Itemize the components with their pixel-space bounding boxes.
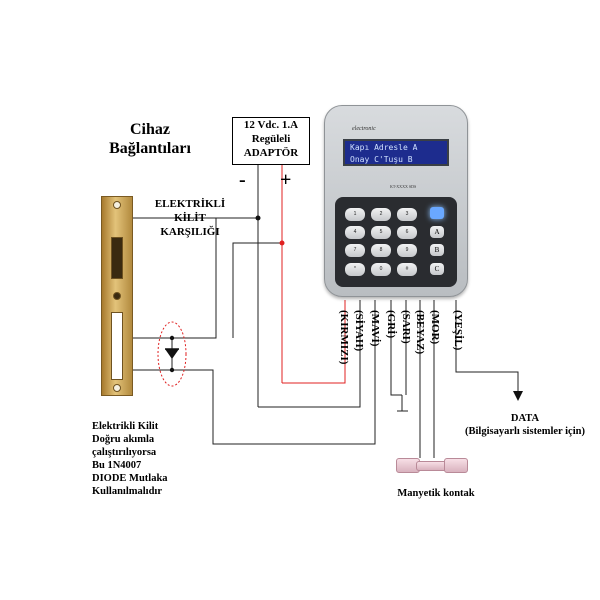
lock-label: ELEKTRİKLİ KİLİT KARŞILIĞI (154, 198, 226, 238)
wire-label-yellow: (SARI) (400, 310, 412, 344)
keypad: 1 2 3 4 5 6 7 8 9 * 0 # A B C (335, 197, 457, 287)
minus-sign: - (239, 169, 246, 191)
key-star[interactable]: * (345, 263, 365, 276)
wire-label-purple: (MOR) (429, 310, 441, 345)
key-7[interactable]: 7 (345, 244, 365, 257)
page-title: Cihaz Bağlantıları (109, 121, 191, 157)
strike-opening (111, 312, 123, 380)
plus-sign: + (280, 169, 292, 191)
side-key-a[interactable]: A (430, 226, 444, 238)
diode-icon (165, 349, 179, 359)
black-wire (258, 300, 361, 408)
side-key-b[interactable]: B (430, 244, 444, 256)
magnet-label: Manyetik kontak (397, 488, 475, 499)
plus-junction-wire (232, 242, 282, 338)
key-9[interactable]: 9 (397, 244, 417, 257)
magnetic-contact-part-b (444, 458, 468, 473)
gray-wire (390, 300, 402, 396)
wire-label-red: (KIRMIZI) (338, 310, 350, 365)
wire-label-blue: (MAVİ) (369, 310, 381, 347)
key-6[interactable]: 6 (397, 226, 417, 239)
key-0[interactable]: 0 (371, 263, 391, 276)
device-lcd: Kapı Adresle A Onay C'Tuşu B (343, 139, 449, 166)
green-wire (455, 300, 519, 392)
adaptor-box: 12 Vdc. 1.A Regüleli ADAPTÖR (232, 117, 310, 165)
key-5[interactable]: 5 (371, 226, 391, 239)
diode-highlight (157, 321, 187, 387)
wire-label-green: (YEŞİL) (452, 310, 464, 351)
lock-wire-a (131, 218, 217, 339)
data-arrow-icon (513, 391, 523, 401)
key-3[interactable]: 3 (397, 208, 417, 221)
wire-label-gray: (GRİ) (385, 310, 397, 339)
key-4[interactable]: 4 (345, 226, 365, 239)
device-brand: electronic (352, 126, 376, 132)
device-model: KT-XXXX SDS (390, 184, 417, 189)
status-led-icon (430, 207, 444, 219)
key-8[interactable]: 8 (371, 244, 391, 257)
diode-note: Elektrikli Kilit Doğru akımla çalıştırıl… (92, 421, 168, 497)
key-1[interactable]: 1 (345, 208, 365, 221)
side-key-c[interactable]: C (430, 263, 444, 275)
key-2[interactable]: 2 (371, 208, 391, 221)
electric-lock-strike (101, 196, 133, 396)
screw-icon (113, 201, 121, 209)
data-label: DATA (Bilgisayarlı sistemler için) (465, 413, 585, 437)
latch-slot (111, 237, 123, 279)
wire-label-white: (BEYAZ) (414, 310, 426, 355)
wire-label-black: (SİYAH) (353, 310, 365, 352)
red-wire (282, 300, 346, 384)
screw-icon (113, 292, 121, 300)
key-hash[interactable]: # (397, 263, 417, 276)
screw-icon (113, 384, 121, 392)
lock-wire-b (131, 300, 376, 445)
